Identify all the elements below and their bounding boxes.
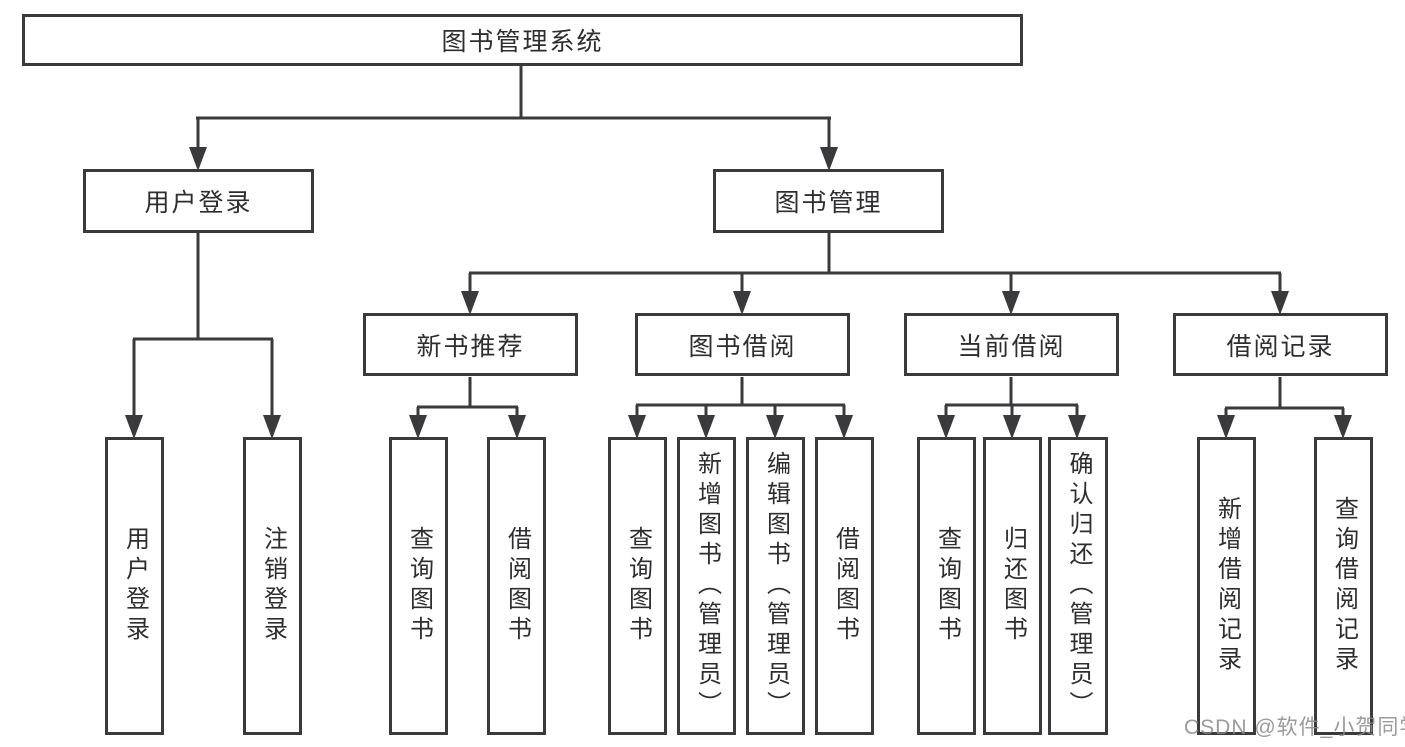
node-borrow-records-label: 借阅记录 bbox=[1226, 332, 1335, 361]
leaf-return-books-label: 归还图书 bbox=[999, 526, 1027, 646]
leaf-query-books-3-label: 查询图书 bbox=[933, 526, 961, 646]
leaf-add-borrow-record: 新增借阅记录 bbox=[1197, 437, 1256, 735]
leaf-query-books-2-label: 查询图书 bbox=[624, 526, 652, 646]
leaf-borrow-books-2: 借阅图书 bbox=[815, 437, 874, 735]
leaf-add-book-admin: 新增图书（管理员） bbox=[677, 437, 736, 735]
leaf-query-borrow-record: 查询借阅记录 bbox=[1314, 437, 1373, 735]
leaf-confirm-return-admin: 确认归还（管理员） bbox=[1048, 437, 1108, 735]
node-current-borrow: 当前借阅 bbox=[904, 313, 1119, 376]
leaf-return-books: 归还图书 bbox=[983, 437, 1042, 735]
leaf-borrow-books-2-label: 借阅图书 bbox=[831, 526, 859, 646]
csdn-watermark: CSDN @软件_小贺同学 bbox=[1184, 716, 1405, 739]
node-root: 图书管理系统 bbox=[22, 14, 1023, 66]
leaf-user-login: 用户登录 bbox=[105, 437, 164, 735]
node-new-book-recommend-label: 新书推荐 bbox=[416, 332, 525, 361]
leaf-borrow-books-1: 借阅图书 bbox=[487, 437, 546, 735]
node-book-management-label: 图书管理 bbox=[774, 189, 883, 217]
leaf-borrow-books-1-label: 借阅图书 bbox=[503, 526, 531, 646]
leaf-query-borrow-record-label: 查询借阅记录 bbox=[1330, 496, 1358, 676]
leaf-confirm-return-admin-label: 确认归还（管理员） bbox=[1065, 451, 1092, 721]
leaf-logout: 注销登录 bbox=[243, 437, 302, 735]
node-book-borrow-label: 图书借阅 bbox=[688, 332, 797, 361]
leaf-logout-label: 注销登录 bbox=[259, 526, 287, 646]
leaf-add-book-admin-label: 新增图书（管理员） bbox=[693, 451, 721, 721]
leaf-user-login-label: 用户登录 bbox=[121, 526, 149, 646]
leaf-query-books-2: 查询图书 bbox=[608, 437, 667, 735]
node-root-label: 图书管理系统 bbox=[441, 28, 604, 56]
leaf-query-books-1: 查询图书 bbox=[389, 437, 448, 735]
node-borrow-records: 借阅记录 bbox=[1173, 313, 1388, 376]
node-book-management: 图书管理 bbox=[713, 169, 944, 233]
leaf-edit-book-admin: 编辑图书（管理员） bbox=[746, 437, 805, 735]
node-book-borrow: 图书借阅 bbox=[635, 313, 850, 376]
leaf-query-books-3: 查询图书 bbox=[917, 437, 976, 735]
leaf-edit-book-admin-label: 编辑图书（管理员） bbox=[762, 451, 790, 721]
leaf-add-borrow-record-label: 新增借阅记录 bbox=[1213, 496, 1241, 676]
node-user-login: 用户登录 bbox=[83, 169, 314, 233]
node-current-borrow-label: 当前借阅 bbox=[957, 332, 1066, 361]
node-user-login-label: 用户登录 bbox=[144, 189, 253, 217]
node-new-book-recommend: 新书推荐 bbox=[363, 313, 578, 376]
leaf-query-books-1-label: 查询图书 bbox=[405, 526, 433, 646]
